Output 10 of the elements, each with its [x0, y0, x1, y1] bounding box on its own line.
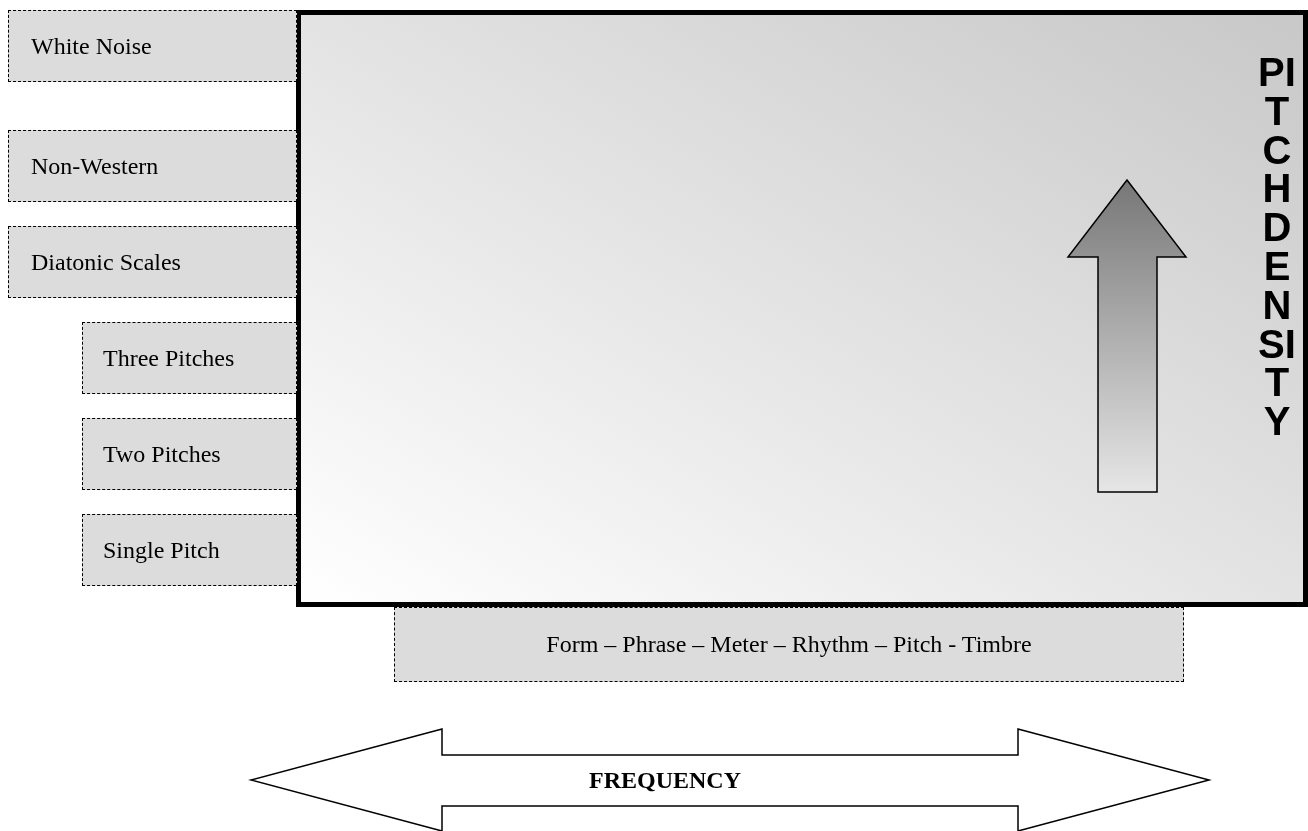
category-box: Single Pitch [82, 514, 297, 586]
category-box: Three Pitches [82, 322, 297, 394]
axis-title: PITCH DENSITY [1257, 53, 1297, 441]
category-box: White Noise [8, 10, 297, 82]
category-box: Form – Phrase – Meter – Rhythm – Pitch - Timbre [394, 607, 1184, 682]
category-box: Two Pitches [82, 418, 297, 490]
category-box: Non-Western [8, 130, 297, 202]
chart-panel [296, 10, 1308, 607]
category-box: Diatonic Scales [8, 226, 297, 298]
double-arrow: FREQUENCY [250, 728, 1210, 831]
